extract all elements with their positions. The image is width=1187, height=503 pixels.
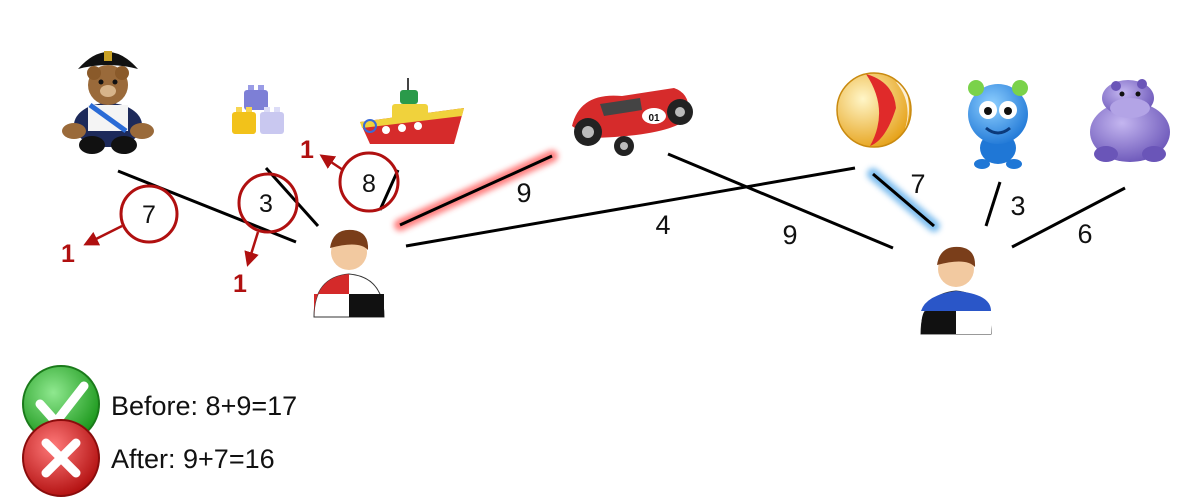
- weight-label-blocks: 3: [259, 190, 273, 218]
- weight-label-ball-left: 4: [655, 210, 670, 240]
- race-car-icon: 01: [572, 88, 693, 156]
- delta-label-blocks: 1: [233, 270, 247, 298]
- edge-ball-right: [867, 168, 940, 232]
- svg-text:01: 01: [648, 113, 660, 124]
- circled-weight-teddy: 7 1: [61, 184, 179, 268]
- weight-label-car-left: 9: [516, 178, 531, 208]
- delta-label-teddy: 1: [61, 240, 75, 268]
- check-icon: [22, 365, 100, 443]
- blue-monster-toy-icon: [968, 80, 1028, 169]
- legend-before-text: Before: 8+9=17: [111, 391, 297, 421]
- weight-label-teddy: 7: [142, 201, 156, 229]
- edge-hippo-right: [1011, 186, 1126, 249]
- legend-before: Before: 8+9=17: [22, 365, 297, 443]
- toy-boat-icon: [360, 78, 464, 144]
- person-blue-shirt-icon: [920, 246, 992, 335]
- legend-after-text: After: 9+7=16: [111, 444, 275, 474]
- cross-icon: [22, 419, 100, 497]
- delta-label-boat: 1: [300, 136, 314, 164]
- edge-teddy-left: [117, 169, 297, 244]
- person-red-shirt-icon: [313, 229, 385, 318]
- purple-hippo-icon: [1090, 79, 1170, 162]
- weight-label-hippo-right: 6: [1077, 219, 1092, 249]
- weight-label-monster-right: 3: [1010, 191, 1025, 221]
- edge-boat-left: [378, 169, 400, 211]
- circled-weight-boat: 8 1: [300, 136, 400, 213]
- beach-ball-icon: [836, 72, 912, 148]
- edges: [117, 150, 1126, 250]
- edge-blocks-left: [264, 166, 320, 228]
- weight-label-boat: 8: [362, 170, 376, 198]
- edge-ball-left: [405, 166, 856, 248]
- legend-after: After: 9+7=16: [22, 419, 275, 497]
- toy-blocks-icon: [232, 85, 284, 134]
- weight-label-car-right: 9: [782, 220, 797, 250]
- circled-weight-blocks: 3 1: [233, 172, 299, 298]
- teddy-bear-icon: [62, 51, 154, 154]
- edge-monster-right: [984, 181, 1002, 227]
- weight-label-ball-right: 7: [910, 169, 925, 199]
- edge-car-right: [667, 152, 894, 250]
- edge-car-left: [394, 150, 558, 231]
